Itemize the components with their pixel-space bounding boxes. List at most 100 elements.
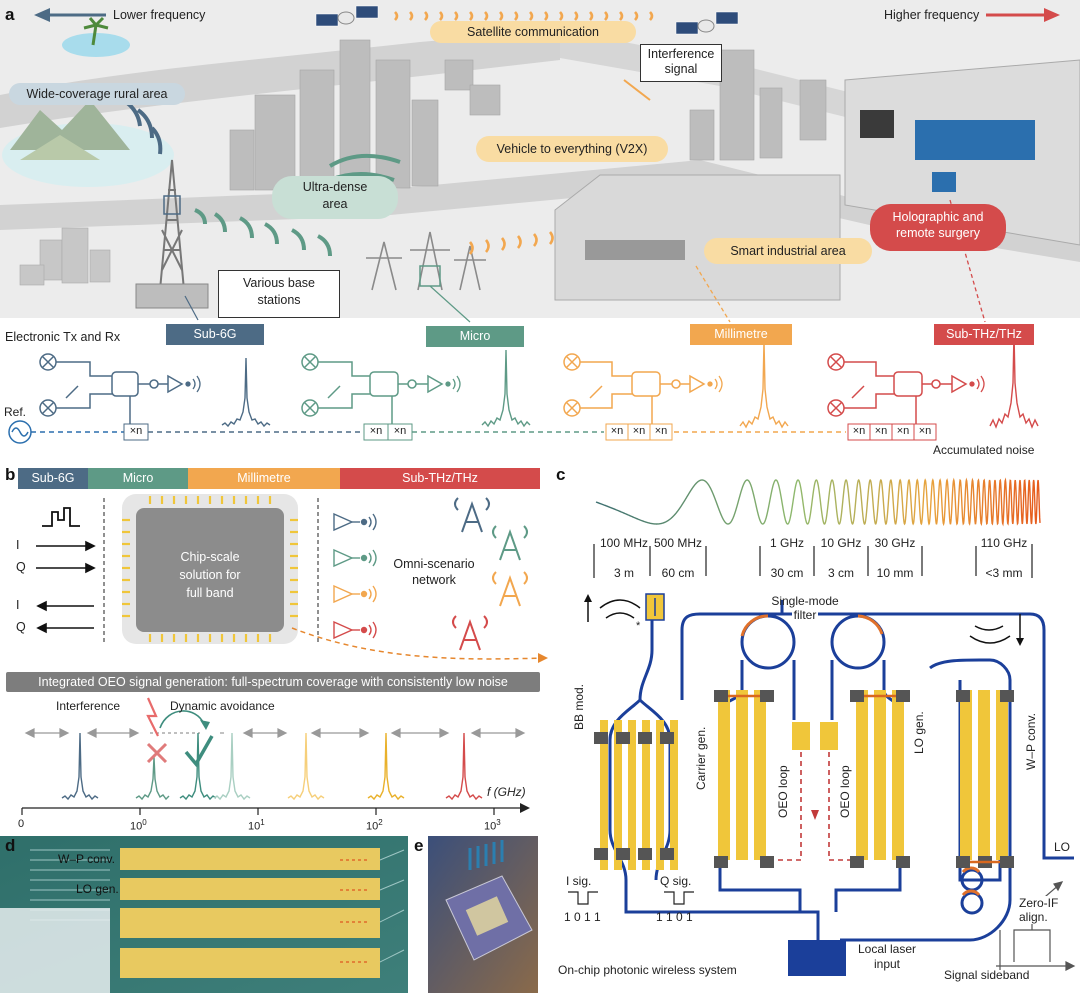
multiplier-4b: ×n bbox=[874, 425, 888, 437]
panel-label-e: e bbox=[414, 836, 424, 855]
millimetre-connector bbox=[695, 265, 731, 323]
d-wp-conv-label: W–P conv. bbox=[58, 852, 115, 866]
higher-frequency-label: Higher frequency bbox=[884, 8, 980, 22]
tower-icons bbox=[452, 497, 528, 651]
freq-3: 1 GHz bbox=[769, 536, 804, 550]
q-bits: 1 1 0 1 bbox=[656, 910, 693, 924]
freq-1: 100 MHz bbox=[600, 536, 649, 550]
signal-sideband-label: Signal sideband bbox=[944, 968, 1030, 982]
b-band-micro: Micro bbox=[88, 468, 188, 489]
chip-package bbox=[122, 494, 298, 644]
various-base-stations-box: Various base stations bbox=[218, 270, 340, 318]
satellite-communication-label: Satellite communication bbox=[430, 21, 636, 43]
txrx-chain-millimetre bbox=[563, 353, 706, 426]
single-mode-line1: Single-mode bbox=[771, 594, 839, 608]
b-band-millimetre: Millimetre bbox=[188, 468, 340, 489]
band-tag-sub6g: Sub-6G bbox=[166, 324, 264, 345]
chip-photo-e bbox=[428, 836, 538, 993]
tick-4: 103 bbox=[484, 818, 501, 833]
interference-signal-line2: signal bbox=[664, 62, 698, 76]
panel-label-a: a bbox=[5, 5, 15, 24]
higher-frequency-arrow bbox=[986, 8, 1060, 22]
pulse-icon bbox=[42, 507, 80, 527]
panel-label-d: d bbox=[5, 836, 16, 855]
multiplier-4a: ×n bbox=[852, 425, 866, 437]
wavelength-6: <3 mm bbox=[985, 566, 1023, 580]
iq-arrows bbox=[36, 540, 96, 634]
wavelength-1: 3 m bbox=[613, 566, 634, 580]
chip-caption: Chip-scale solution for full band bbox=[136, 548, 284, 602]
holographic-line1: Holographic and bbox=[892, 210, 984, 224]
panel-label-b: b bbox=[5, 465, 16, 484]
txrx-chain-subthz bbox=[827, 353, 968, 426]
panel-label-c: c bbox=[556, 465, 566, 484]
local-laser-line1: Local laser bbox=[857, 942, 917, 956]
multiplier-2a: ×n bbox=[369, 425, 383, 437]
interference-signal-box: Interference signal bbox=[640, 44, 722, 82]
wavelength-5: 10 mm bbox=[876, 566, 914, 580]
interference-label: Interference bbox=[56, 699, 121, 713]
bb-mod-label: BB mod. bbox=[572, 683, 586, 730]
b-band-sub6g: Sub-6G bbox=[18, 468, 88, 489]
multiplier-4d: ×n bbox=[918, 425, 932, 437]
wavelength-4: 3 cm bbox=[827, 566, 854, 580]
chip-caption-line1: Chip-scale bbox=[180, 550, 240, 564]
band-amplifiers bbox=[333, 512, 377, 640]
wavelength-2: 60 cm bbox=[661, 566, 695, 580]
zero-if-line1: Zero-IF bbox=[1019, 896, 1059, 910]
local-laser-label: Local laser input bbox=[850, 942, 924, 972]
freq-2: 500 MHz bbox=[653, 536, 703, 550]
antenna-footnote-star: * bbox=[636, 620, 641, 632]
chirp-waveform bbox=[595, 477, 1041, 527]
chip-caption-line2: solution for bbox=[179, 568, 241, 582]
freq-6: 110 GHz bbox=[980, 536, 1028, 550]
oeo-loop-label-right: OEO loop bbox=[838, 765, 852, 818]
interference-pointer bbox=[623, 79, 651, 101]
local-laser-line2: input bbox=[873, 957, 901, 971]
chip-to-photonic-link bbox=[291, 627, 546, 660]
ultra-dense-line1: Ultra-dense bbox=[302, 180, 368, 194]
wp-conv-label: W–P conv. bbox=[1024, 713, 1038, 770]
oeo-spectrum bbox=[21, 697, 530, 815]
band-tag-millimetre: Millimetre bbox=[690, 324, 792, 345]
freq-5: 30 GHz bbox=[874, 536, 916, 550]
v2x-label: Vehicle to everything (V2X) bbox=[476, 136, 668, 162]
b-band-subthz: Sub-THz/THz bbox=[340, 468, 540, 489]
freq-4: 10 GHz bbox=[820, 536, 862, 550]
dynamic-avoidance-label: Dynamic avoidance bbox=[170, 699, 275, 713]
accumulated-noise-label: Accumulated noise bbox=[933, 443, 1035, 457]
ultra-dense-label: Ultra-dense area bbox=[272, 176, 398, 219]
oeo-banner: Integrated OEO signal generation: full-s… bbox=[38, 675, 508, 689]
lower-frequency-label: Lower frequency bbox=[113, 8, 206, 22]
band-tag-subthz: Sub-THz/THz bbox=[934, 324, 1034, 345]
i-input-label: I bbox=[16, 538, 20, 552]
i-bits: 1 0 1 1 bbox=[564, 910, 601, 924]
photonic-system bbox=[568, 477, 1076, 976]
multiplier-4c: ×n bbox=[896, 425, 910, 437]
reference-label: Ref. bbox=[4, 405, 27, 419]
q-signal-label: Q sig. bbox=[660, 874, 692, 888]
zero-if-label: Zero-IF align. bbox=[1018, 896, 1060, 924]
carrier-gen-label: Carrier gen. bbox=[694, 726, 708, 790]
on-chip-system-label: On-chip photonic wireless system bbox=[558, 963, 737, 977]
chip-caption-line3: full band bbox=[186, 586, 234, 600]
tick-3: 102 bbox=[366, 818, 383, 833]
smart-industrial-label: Smart industrial area bbox=[704, 238, 872, 264]
local-laser-block bbox=[788, 940, 846, 976]
electronic-txrx-label: Electronic Tx and Rx bbox=[5, 330, 121, 344]
electronic-chains bbox=[8, 332, 1039, 444]
tick-0: 0 bbox=[18, 818, 25, 830]
lo-output-label: LO bbox=[1054, 840, 1071, 854]
single-mode-line2: filter bbox=[791, 608, 819, 622]
txrx-chain-sub6g bbox=[39, 353, 184, 432]
omni-line1: Omni-scenario bbox=[393, 557, 475, 571]
micro-connector bbox=[429, 285, 471, 323]
rural-area-label: Wide-coverage rural area bbox=[9, 83, 185, 105]
band-tag-micro: Micro bbox=[426, 326, 524, 347]
chip-photo-d bbox=[0, 836, 408, 993]
single-mode-filter-label: Single-mode filter bbox=[762, 594, 848, 622]
ultra-dense-line2: area bbox=[322, 197, 348, 211]
oeo-loop-label-left: OEO loop bbox=[776, 765, 790, 818]
sub6g-connector bbox=[184, 295, 199, 321]
base-stations-line1: Various base bbox=[242, 276, 316, 290]
